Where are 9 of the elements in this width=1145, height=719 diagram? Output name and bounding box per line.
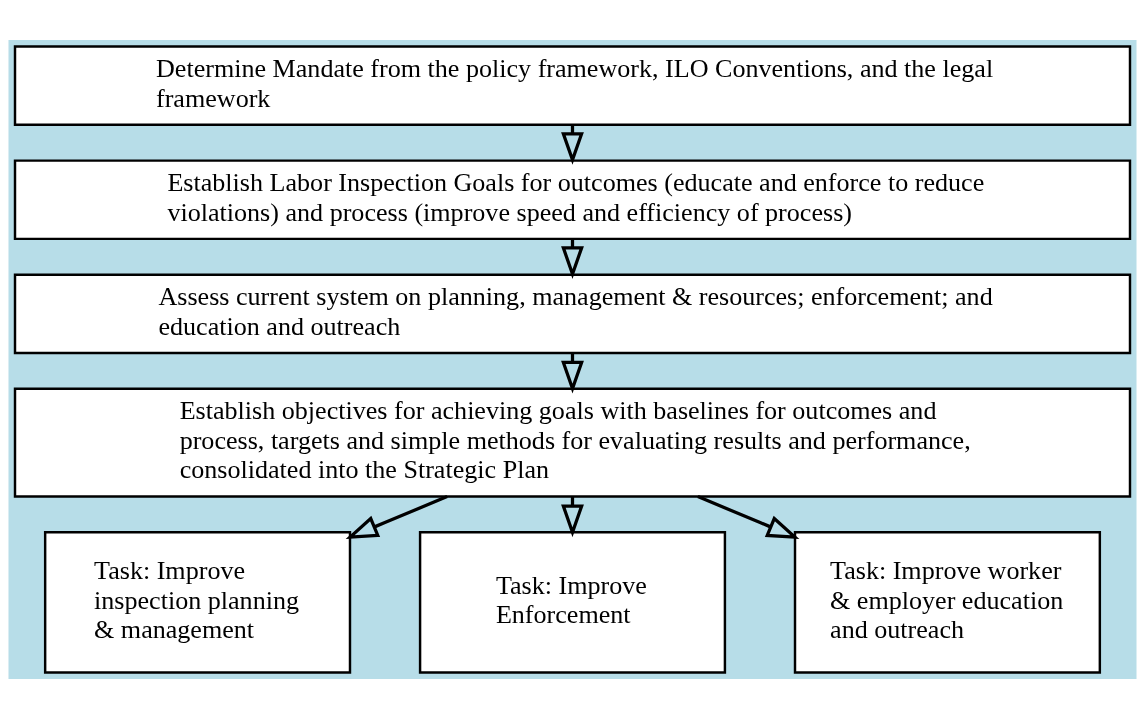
node-box: Task: Improve worker & employer education and outreach [793,531,1102,674]
node-box: Task: Improve inspection planning & management [43,531,352,674]
arrow [697,495,800,539]
node-box: Establish objectives for achieving goals with baselines for outcomes and process, targets and simple methods for evaluating results and performance, consolidated into the Strategic Plan [13,387,1132,498]
node-box: Establish Labor Inspection Goals for outcomes (educate and enforce to reduce violations) and process (improve speed and efficiency of process) [13,159,1132,241]
arrow [345,495,448,539]
node-box: Assess current system on planning, management & resources; enforcement; and education and outreach [13,273,1132,355]
node-box: Determine Mandate from the policy framework, ILO Conventions, and the legal framework [13,45,1132,126]
node-box: Task: Improve Enforcement [418,531,727,674]
